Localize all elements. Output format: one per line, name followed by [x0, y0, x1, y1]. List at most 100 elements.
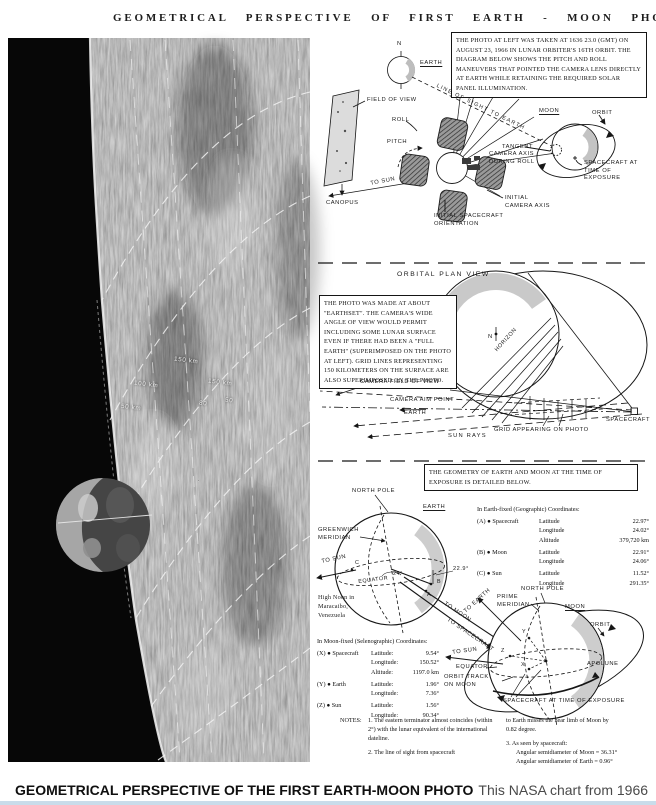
- label-sun-rays: SUN RAYS: [448, 433, 487, 439]
- maneuver-diagram: [323, 51, 616, 223]
- note-item: 1. The eastern terminator almost coincid…: [368, 717, 493, 742]
- caption-title: GEOMETRICAL PERSPECTIVE OF THE FIRST EAR…: [15, 782, 474, 798]
- lunar-photo: [8, 37, 320, 763]
- north-marker-plan: N: [488, 334, 493, 340]
- label-moon: MOON: [539, 108, 560, 114]
- photo-grid-label: 50: [224, 396, 234, 405]
- angle-24deg: 24°: [393, 571, 403, 577]
- camera-aim-line: [321, 406, 633, 413]
- to-earth-arrow: [477, 597, 522, 642]
- label-camera-axis-during-roll: CAMERA AXIS DURING ROLL: [489, 151, 535, 165]
- label-camera-aim-point: CAMERA AIM POINT: [390, 397, 455, 403]
- angle-22-9deg: 22.9°: [453, 566, 469, 572]
- sun-ray-1: [353, 402, 629, 429]
- label-spacecraft-at-exposure: SPACECRAFT AT TIME OF EXPOSURE: [584, 160, 638, 182]
- field-of-view-panel: [323, 89, 360, 187]
- moon-figure-top: [444, 114, 616, 212]
- moon-fixed-coordinates: In Moon-fixed (Selenographic) Coordinate…: [317, 638, 439, 720]
- sun-ray-2: [367, 413, 643, 440]
- caption-source: This NASA chart from 1966: [478, 782, 649, 798]
- line-of-sight-dashed: [411, 76, 573, 157]
- moon-limb: [88, 37, 168, 763]
- note-box-photo-info: THE PHOTO AT LEFT WAS TAKEN AT 1636 23.0…: [451, 32, 647, 98]
- to-sun-arrow-moon: [445, 654, 504, 665]
- label-high-noon: High Noon in Maracaibo, Venezuela: [318, 594, 355, 619]
- label-moon-heading: MOON: [565, 604, 586, 610]
- note-box-geometry: THE GEOMETRY OF EARTH AND MOON AT THE TI…: [424, 464, 638, 492]
- label-field-of-view: FIELD OF VIEW: [367, 97, 417, 103]
- earth-in-photo: [56, 478, 153, 572]
- label-initial-spacecraft-orientation: INITIAL SPACECRAFT ORIENTATION: [434, 213, 504, 227]
- label-orbit: ORBIT: [592, 110, 613, 116]
- note-item: Angular semidiameter of Earth = 0.96°: [516, 757, 613, 765]
- pitch-arc: [397, 145, 423, 168]
- label-orbit-moon: ORBIT: [590, 622, 611, 628]
- photo-grid-label: 80: [198, 399, 208, 408]
- geometry-earth-globe: [316, 494, 501, 650]
- coord-line: Longitude:150.52°: [371, 659, 439, 667]
- label-earth: EARTH: [420, 60, 443, 66]
- point-c: C: [355, 560, 360, 566]
- point-b: B: [437, 579, 442, 585]
- point-a: A: [427, 592, 432, 598]
- spacecraft-figure: [399, 117, 507, 223]
- label-earth-heading: EARTH: [423, 504, 446, 510]
- note-item: Angular semidiameter of Moon = 36.31°: [516, 748, 618, 756]
- coord-line: Altitude:1197.0 km: [371, 668, 439, 676]
- label-spacecraft-at-exposure-moon: SPACECRAFT AT TIME OF EXPOSURE: [503, 698, 625, 704]
- figure-caption: GEOMETRICAL PERSPECTIVE OF THE FIRST EAR…: [0, 779, 656, 801]
- label-canopus: CANOPUS: [326, 200, 359, 206]
- moon-coords-heading: In Moon-fixed (Selenographic) Coordinate…: [317, 638, 428, 645]
- notes-column-2: to Earth misses the near limb of Moon by…: [506, 717, 654, 767]
- north-marker: N: [397, 41, 402, 47]
- label-orbit-track-on-moon: ORBIT TRACK ON MOON: [444, 674, 489, 688]
- label-roll: ROLL: [392, 117, 410, 123]
- label-north-pole-moon: NORTH POLE: [521, 586, 565, 592]
- chart-title: GEOMETRICAL PERSPECTIVE OF FIRST EARTH -…: [113, 12, 656, 24]
- label-tangent: TANGENT: [502, 144, 534, 150]
- to-sun-arrow-earth: [316, 569, 357, 580]
- label-initial-camera-axis: INITIAL CAMERA AXIS: [505, 195, 551, 209]
- point-y: Y: [522, 629, 527, 635]
- label-greenwich-meridian: GREENWICH MERIDIAN: [318, 527, 360, 541]
- label-equator-moon: EQUATOR: [456, 664, 488, 670]
- label-north-pole-earth: NORTH POLE: [352, 488, 396, 494]
- point-x: X: [521, 662, 526, 668]
- to-spacecraft-arrow: [399, 581, 494, 650]
- coord-line: Longitude:90.34°: [371, 711, 439, 719]
- label-spacecraft-plan: SPACECRAFT: [606, 417, 651, 423]
- coord-line: Longitude:7.36°: [371, 690, 439, 698]
- note-box-earthset: THE PHOTO WAS MADE AT ABOUT "EARTHSET". …: [319, 295, 457, 390]
- notes-label: NOTES:: [340, 717, 362, 724]
- label-camera-field-of-view: CAMERA FIELD OF VIEW: [360, 379, 440, 385]
- orbital-plan: [319, 270, 648, 440]
- caption-bottom-bar: [0, 801, 656, 805]
- geometry-moon-globe: [445, 592, 644, 728]
- note-item: to Earth misses the near limb of Moon by…: [506, 717, 609, 733]
- label-grid-appearing-on-photo: GRID APPEARING ON PHOTO: [494, 427, 589, 433]
- orbital-plan-view-title: ORBITAL PLAN VIEW: [397, 271, 490, 278]
- photo-grid-strip: [507, 396, 605, 420]
- note-item: 2. The line of sight from spacecraft: [368, 748, 455, 756]
- orbit-ellipse-top: [536, 124, 616, 178]
- note-item: 3. As seen by spacecraft:: [506, 739, 568, 747]
- point-z: Z: [501, 648, 505, 654]
- photo-grid-lines: [101, 39, 311, 761]
- earth-fixed-coordinates: In Earth-fixed (Geographic) Coordinates:…: [477, 506, 649, 588]
- orbit-track-arc: [492, 676, 600, 696]
- label-pitch: PITCH: [387, 139, 408, 145]
- label-prime-meridian: PRIME MERIDIAN: [497, 594, 530, 608]
- earth-coords-heading: In Earth-fixed (Geographic) Coordinates:: [477, 506, 580, 513]
- spacecraft-marker: [630, 407, 638, 415]
